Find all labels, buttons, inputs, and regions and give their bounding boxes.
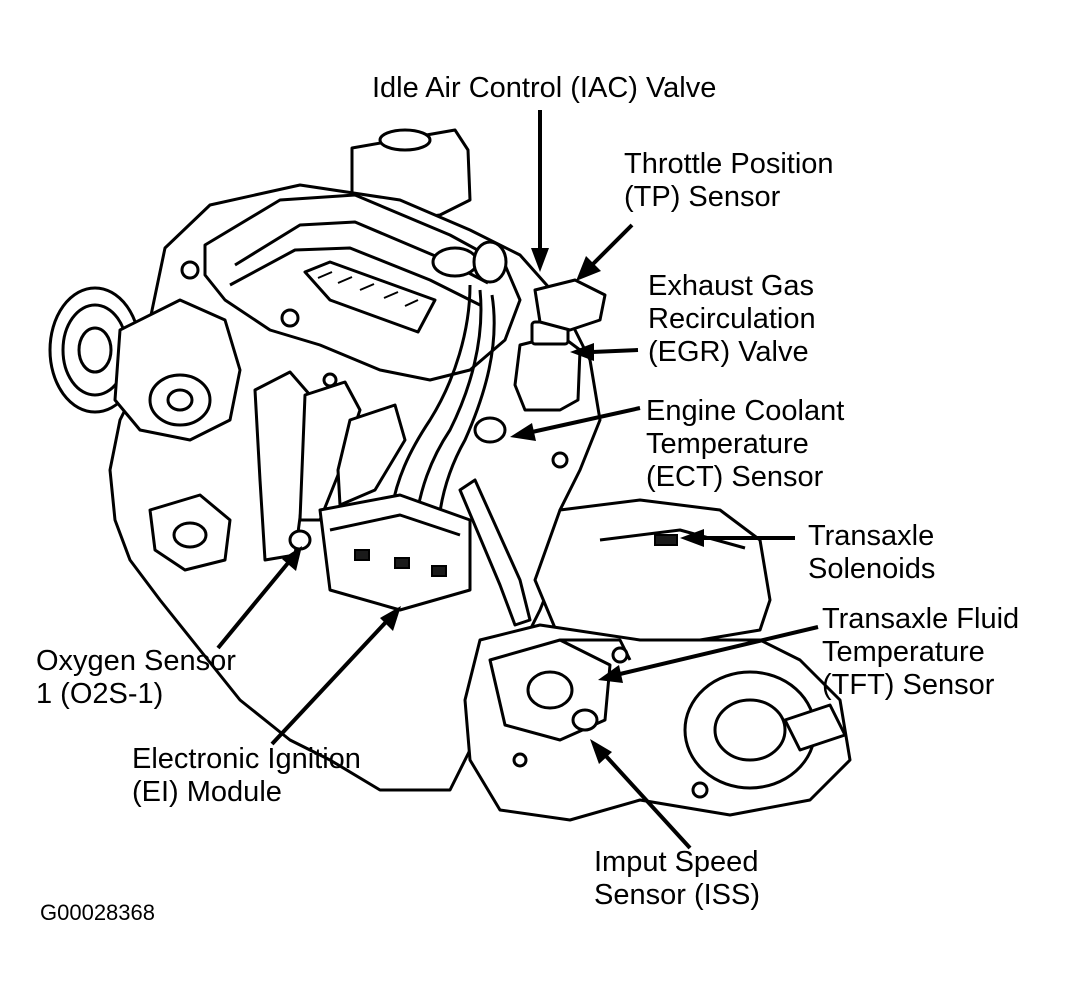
label-ect-line-2: Temperature — [646, 428, 809, 460]
label-iac-line-1: Idle Air Control (IAC) Valve — [372, 72, 717, 104]
label-iss-line-2: Sensor (ISS) — [594, 879, 760, 911]
label-sol-line-1: Transaxle — [808, 520, 935, 552]
label-egr-valve: Exhaust Gas Recirculation (EGR) Valve — [648, 270, 816, 369]
label-iss-line-1: Imput Speed — [594, 846, 759, 878]
label-tft-line-3: (TFT) Sensor — [822, 669, 995, 701]
figure-code: G00028368 — [40, 900, 155, 925]
label-ect-line-1: Engine Coolant — [646, 395, 845, 427]
label-oxygen-sensor: Oxygen Sensor 1 (O2S-1) — [36, 645, 236, 711]
label-egr-line-2: Recirculation — [648, 303, 816, 335]
label-ei-line-1: Electronic Ignition — [132, 743, 361, 775]
label-tft-line-1: Transaxle Fluid — [822, 603, 1020, 635]
label-tp-sensor: Throttle Position (TP) Sensor — [624, 148, 834, 214]
engine-drawing — [48, 128, 852, 822]
label-ect-line-3: (ECT) Sensor — [646, 461, 824, 493]
label-egr-line-1: Exhaust Gas — [648, 270, 815, 302]
label-transaxle-solenoids: Transaxle Solenoids — [808, 520, 935, 586]
label-input-speed-sensor: Imput Speed Sensor (ISS) — [594, 846, 760, 912]
label-sol-line-2: Solenoids — [808, 553, 936, 585]
label-tp-line-1: Throttle Position — [624, 148, 834, 180]
label-tft-sensor: Transaxle Fluid Temperature (TFT) Sensor — [822, 603, 1019, 702]
label-ect-sensor: Engine Coolant Temperature (ECT) Sensor — [646, 395, 844, 494]
leader-lines — [216, 110, 819, 850]
label-tp-line-2: (TP) Sensor — [624, 181, 781, 213]
label-ei-module: Electronic Ignition (EI) Module — [132, 743, 361, 809]
label-o2s-line-2: 1 (O2S-1) — [36, 678, 164, 710]
label-egr-line-3: (EGR) Valve — [648, 336, 809, 368]
label-tft-line-2: Temperature — [822, 636, 985, 668]
label-o2s-line-1: Oxygen Sensor — [36, 645, 236, 677]
label-iac-valve: Idle Air Control (IAC) Valve — [372, 72, 716, 105]
label-ei-line-2: (EI) Module — [132, 776, 282, 808]
